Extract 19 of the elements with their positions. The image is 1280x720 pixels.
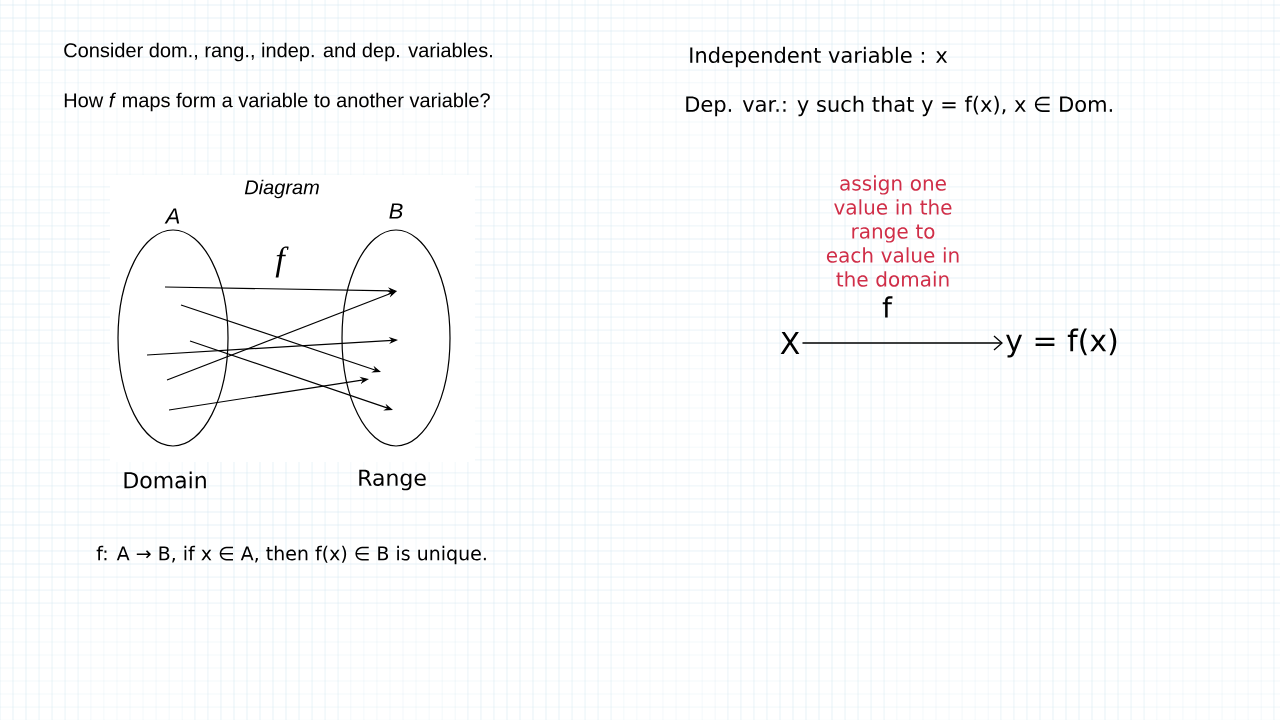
set-caption: Domain: [124, 471, 206, 489]
figure-title: Diagram: [244, 179, 319, 199]
math-expression: X: [780, 332, 800, 354]
function-symbol: f: [275, 246, 289, 278]
text-line: How f maps form a variable to another variable?: [64, 92, 490, 112]
math-expression: y = f(x): [1006, 328, 1117, 358]
arrow: [189, 340, 393, 411]
text-line: f: A → B, if x ∈ A, then f(x) ∈ B is unique.: [96, 545, 486, 565]
annotation-note: assign one value in the range to each value in the domain: [826, 175, 959, 287]
text-line: Consider dom., rang., indep. and dep. variables.: [64, 42, 492, 62]
text-line: Dep. var.: y such that y = f(x), x ∈ Dom.: [686, 95, 1112, 117]
set-name: B: [389, 203, 403, 219]
arrow: [166, 290, 397, 381]
arrow: [180, 304, 381, 373]
text-line: Independent variable : x: [690, 46, 948, 68]
set-name: A: [164, 208, 180, 224]
set-caption: Range: [359, 469, 426, 491]
edge-label: f: [882, 296, 893, 318]
arrow: [801, 335, 1003, 351]
